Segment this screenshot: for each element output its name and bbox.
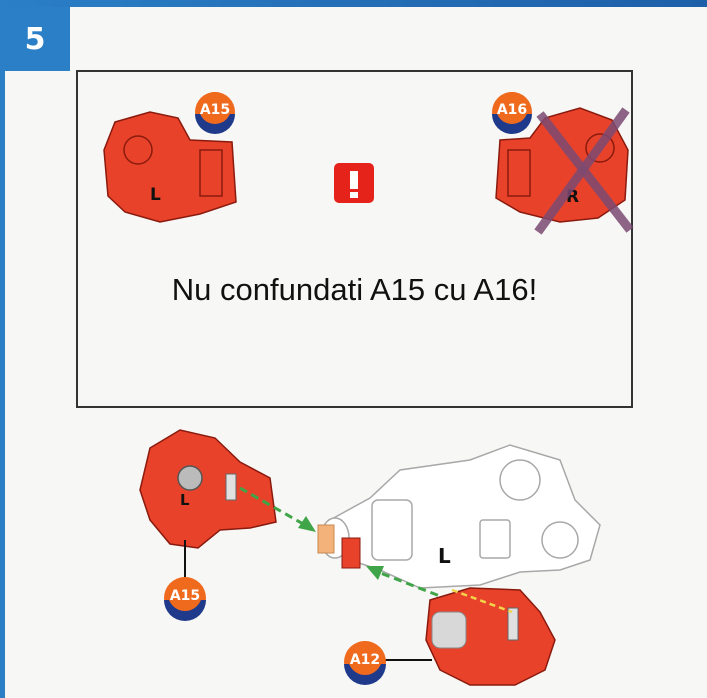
part-a15-main: L (139, 429, 277, 549)
step-number: 5 (24, 21, 46, 57)
part-code: A16 (497, 102, 527, 118)
part-a12 (425, 587, 556, 686)
top-rule (0, 0, 707, 7)
warning-message: Nu confundati A15 cu A16! (171, 272, 538, 307)
target-slot (341, 537, 361, 569)
part-code-badge: A12 (344, 641, 386, 685)
part-a15-correct: L (103, 111, 237, 223)
assembly-body: L (320, 444, 601, 589)
part-side-label: L (150, 185, 161, 205)
exclamation-icon (334, 163, 374, 203)
connector-peg (317, 524, 335, 554)
step-number-badge: 5 (0, 7, 70, 71)
part-code-badge: A15 (164, 577, 206, 621)
cross-out-icon (534, 107, 634, 235)
left-rule (0, 7, 5, 698)
part-code: A15 (170, 588, 200, 604)
part-code-badge: A15 (195, 92, 235, 134)
arrow-icon (239, 486, 316, 532)
part-side-label: L (180, 491, 190, 509)
part-code-badge: A16 (492, 92, 532, 134)
part-code: A15 (200, 102, 230, 118)
part-code: A12 (350, 652, 380, 668)
assembly-side-label: L (438, 544, 451, 568)
arrow-icon (366, 566, 451, 602)
